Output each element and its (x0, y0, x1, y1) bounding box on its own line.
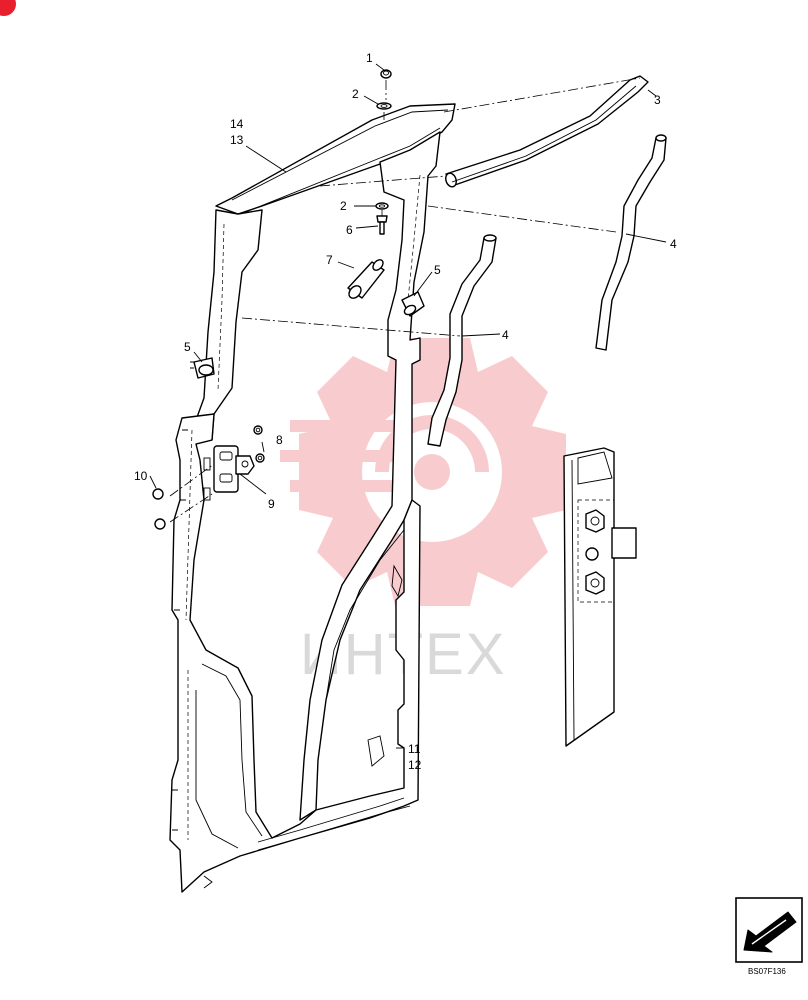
part-10-plugs (152, 488, 166, 530)
part-7-pin (347, 259, 385, 299)
part-2-washer-lower (375, 202, 389, 210)
detail-nut-bottom (585, 571, 605, 595)
corner-badge-icon (0, 0, 16, 16)
callout-13: 13 (230, 133, 244, 147)
alignment-lines (169, 77, 641, 523)
callout-4-right: 4 (670, 237, 677, 251)
leader-lines (149, 63, 667, 749)
part-5-bumper-right (401, 291, 425, 317)
callout-14: 14 (230, 117, 244, 131)
detail-nut-top (585, 509, 605, 533)
part-8-nuts (253, 425, 265, 463)
callout-11: 11 (408, 742, 421, 756)
callout-10: 10 (134, 469, 148, 483)
part-4-seal-right (595, 134, 667, 351)
part-1-nut (380, 69, 392, 79)
callout-1: 1 (366, 51, 373, 65)
callout-4-mid: 4 (502, 328, 509, 342)
callout-3: 3 (654, 93, 661, 107)
watermark-logo (280, 338, 566, 606)
orientation-arrow-badge (735, 897, 803, 963)
part-5-bumper-left (190, 357, 215, 379)
callout-2-lower: 2 (340, 199, 347, 213)
part-3-seal-top (445, 75, 649, 188)
callout-5-right: 5 (434, 263, 441, 277)
part-6-bolt (376, 215, 388, 235)
callout-5-left: 5 (184, 340, 191, 354)
callout-9: 9 (268, 497, 275, 511)
callout-6: 6 (346, 223, 353, 237)
part-4-seal-mid (427, 234, 497, 447)
drawing-code: BS07F136 (748, 967, 786, 976)
callouts: 1 2 3 14 13 2 6 4 7 5 4 5 8 10 9 11 12 (134, 51, 677, 772)
callout-2-top: 2 (352, 87, 359, 101)
callout-12: 12 (408, 758, 422, 772)
part-2-washer-top (376, 102, 392, 110)
detail-inset (563, 447, 637, 747)
callout-7: 7 (326, 253, 333, 267)
callout-8: 8 (276, 433, 283, 447)
